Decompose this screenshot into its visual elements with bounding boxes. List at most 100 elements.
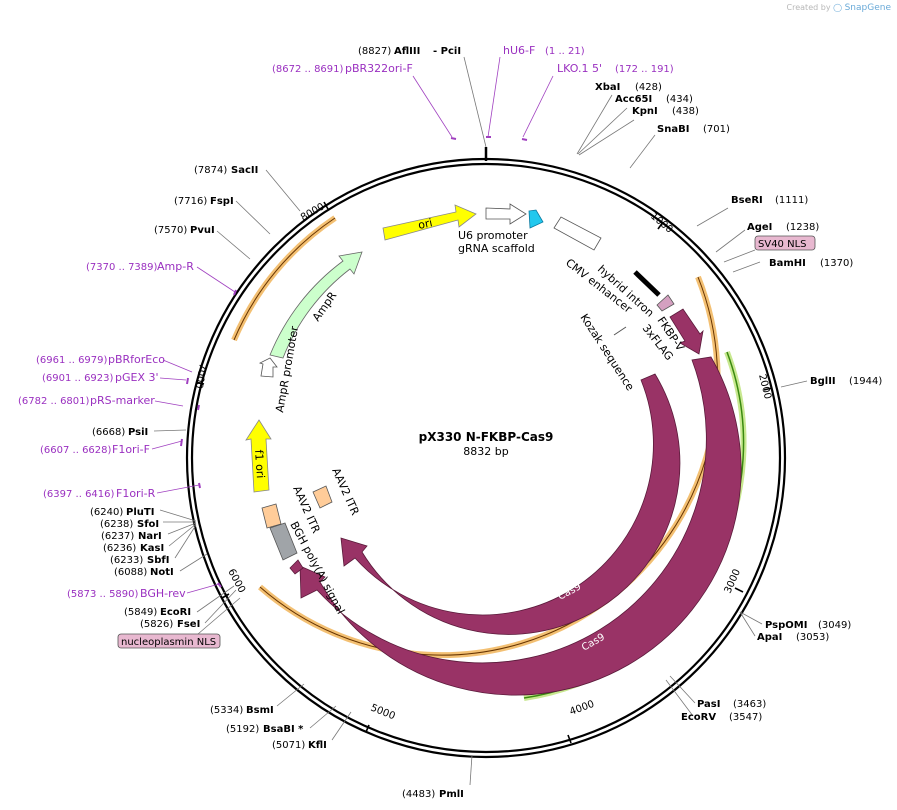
site-name: SfoI <box>137 519 159 530</box>
site-pos: (8827) <box>358 46 391 57</box>
flag-box <box>656 294 675 312</box>
tick-mark <box>763 387 773 391</box>
snapgene-logo-icon: ◯ <box>833 3 843 12</box>
intron-bar <box>633 270 661 297</box>
site-pos: (7570) <box>154 225 187 236</box>
leader-line <box>168 523 197 547</box>
tick-label: 7000 <box>193 362 208 389</box>
plasmid-name: pX330 N-FKBP-Cas9 <box>419 430 554 444</box>
site-name: BglII <box>810 376 836 387</box>
site-pos: (7716) <box>174 196 207 207</box>
primer-mark <box>198 482 201 489</box>
site-name: SbfI <box>147 555 169 566</box>
cas9-outer-arrow <box>299 356 742 696</box>
site-name: NarI <box>138 531 162 542</box>
label-box <box>754 235 816 251</box>
boxed-label: SV40 NLS <box>758 239 807 250</box>
leader-line <box>739 611 763 625</box>
feature-ori: ori <box>382 204 477 241</box>
primer-range: (1 .. 21) <box>545 46 585 57</box>
ruler-ticks: 1000 2000 3000 4000 5000 6000 7000 8000 <box>193 201 773 744</box>
leader-line <box>174 524 197 559</box>
tick-mark <box>195 381 205 385</box>
site-name: BsaBI * <box>263 724 304 735</box>
site-pos: (5334) <box>210 705 243 716</box>
primer-range: (172 .. 191) <box>615 64 674 75</box>
leader-line <box>204 589 237 624</box>
primer-name: LKO.1 5' <box>557 62 602 75</box>
primer-mark <box>450 137 457 140</box>
primer-name: pRS-marker <box>90 394 155 407</box>
primer-range: (6607 .. 6628) <box>40 445 112 456</box>
site-name: KflI <box>308 740 327 751</box>
cmv-box <box>553 216 602 251</box>
site-name: FseI <box>177 619 200 630</box>
site-pos: (6088) <box>114 567 147 578</box>
primer-mark <box>186 377 189 385</box>
site-name: - PciI <box>433 46 461 57</box>
primer-range: (7370 .. 7389) <box>86 262 158 273</box>
sv40-nls-label: SV40 NLS <box>723 235 816 263</box>
site-pos: (3547) <box>729 712 762 723</box>
site-pos: (434) <box>666 94 693 105</box>
backbone-inner <box>190 162 782 754</box>
primer-range: (6782 .. 6801) <box>18 396 90 407</box>
tick-mark <box>567 734 572 744</box>
leader-line <box>309 705 337 729</box>
site-pos: (6233) <box>110 555 143 566</box>
site-name: BamHI <box>769 258 806 269</box>
site-name: NotI <box>150 567 174 578</box>
site-pos: (6237) <box>101 531 134 542</box>
leader-line <box>265 169 301 212</box>
site-pos: (5826) <box>140 619 173 630</box>
feature-cmv-enhancer: CMV enhancer <box>553 216 635 316</box>
leader-line <box>578 119 635 156</box>
feature-label: AAV2 ITR <box>329 466 361 518</box>
site-name: FspI <box>210 196 234 207</box>
feature-f1-ori: f1 ori <box>245 419 272 493</box>
feature-kozak: Kozak sequence <box>577 312 636 394</box>
site-name: KasI <box>140 543 164 554</box>
site-pos: (438) <box>672 106 699 117</box>
site-name: PluTI <box>126 507 154 518</box>
primer-name: F1ori-F <box>112 443 150 456</box>
leader-line <box>463 56 487 148</box>
site-pos: (1238) <box>786 222 819 233</box>
leader-line <box>696 207 729 227</box>
site-name: EcoRI <box>160 607 191 618</box>
site-pos: (428) <box>635 82 662 93</box>
feature-label: gRNA scaffold <box>458 242 535 255</box>
site-name: SacII <box>231 165 258 176</box>
leader-line <box>196 585 235 613</box>
outer-orange-arc-ori-line <box>233 217 336 341</box>
site-pos: (1370) <box>820 258 853 269</box>
tick-label: 4000 <box>568 699 596 718</box>
site-name: AflIII <box>394 46 420 57</box>
site-name: PsiI <box>128 427 148 438</box>
primer-leader <box>154 400 184 407</box>
leader-line <box>669 675 696 704</box>
primer-name: Amp-R <box>157 260 194 273</box>
tick-label: 2000 <box>756 373 773 400</box>
label-box <box>117 633 221 649</box>
primer-leaders <box>151 56 554 594</box>
site-name: PasI <box>697 699 720 710</box>
kozak-mark <box>613 326 627 336</box>
primer-name: pGEX 3' <box>115 371 159 384</box>
leader-line <box>197 597 241 635</box>
leader-line <box>179 553 208 572</box>
tick-mark <box>365 724 370 733</box>
leader-line <box>167 522 197 535</box>
leader-line <box>235 200 271 235</box>
site-name: PvuI <box>190 225 215 236</box>
tick-mark <box>657 221 664 230</box>
primer-leader <box>151 440 183 450</box>
site-name: BseRI <box>731 195 763 206</box>
feature-cas9-inner: Cas9 <box>340 373 681 635</box>
site-labels: (8827) AflIII - PciI XbaI (428) Acc65I (… <box>90 46 882 800</box>
site-pos: (4483) <box>402 789 435 800</box>
site-leaders <box>153 56 808 786</box>
primer-mark <box>521 138 528 141</box>
feature-cas9-outer: Cas9 <box>299 356 742 696</box>
site-name: ApaI <box>757 632 782 643</box>
